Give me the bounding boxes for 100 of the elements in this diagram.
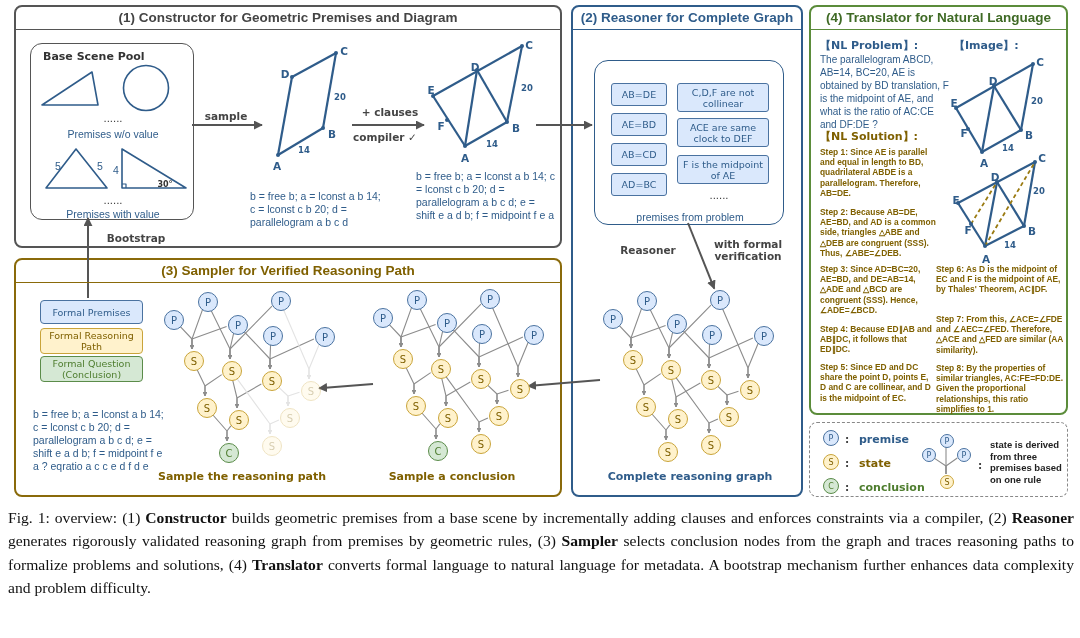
- panel-title: (4) Translator for Natural Language: [811, 7, 1066, 30]
- point-label: D: [990, 171, 1000, 183]
- point-label: B: [1025, 129, 1033, 141]
- arrow: [411, 372, 432, 395]
- point-label: C: [1036, 56, 1044, 68]
- state-circle: S: [658, 442, 678, 462]
- solution-step: Step 6: As D is the midpoint of EC and F is the midpoint of AE, by Thales' Theorem, AC∥DF.: [936, 264, 1066, 295]
- caption-text: with formal verification: [712, 238, 783, 262]
- state-circle: S: [510, 379, 530, 399]
- state-circle: S: [262, 371, 282, 391]
- arrow: [535, 120, 593, 130]
- state-circle: S: [393, 349, 413, 369]
- arrow: [318, 383, 374, 393]
- arrow: [494, 389, 510, 405]
- point-label: A: [981, 253, 991, 265]
- section-heading: 【Image】:: [954, 38, 1019, 53]
- state-circle: S: [719, 407, 739, 427]
- premise-circle: P: [603, 309, 623, 329]
- state-circle: S: [740, 380, 760, 400]
- section-heading: 【NL Problem】:: [820, 38, 919, 53]
- ellipsis: ......: [709, 189, 729, 201]
- colon: :: [844, 433, 850, 445]
- arrow: [227, 305, 273, 360]
- premise-circle: P: [702, 325, 722, 345]
- premise-circle: P: [637, 291, 657, 311]
- state-circle: S: [701, 435, 721, 455]
- colon: :: [844, 457, 850, 469]
- arrow: [666, 304, 712, 359]
- arrow: [663, 424, 671, 441]
- solution-step: Step 1: Since AE is parallel and equal in length to BD, quadrilateral ABDE is a parallelogram. Therefore, AB=DE.: [820, 147, 944, 198]
- node-label: premise: [859, 432, 909, 446]
- key-box: Formal Question (Conclusion): [40, 356, 143, 382]
- arrow: [515, 341, 529, 378]
- length-label: 20: [521, 83, 533, 93]
- panel-title: (1) Constructor for Geometric Premises and Diagram: [16, 7, 560, 30]
- premise-circle: P: [373, 308, 393, 328]
- length-label: 14: [1002, 143, 1014, 153]
- solution-step: Step 2: Because AB=DE, AE=BD, and AD is a common side, triangles △ABE and △DEB are congruent (SSS). Thus, ∠ABE=∠DEB.: [820, 207, 944, 258]
- state-circle: S: [229, 410, 249, 430]
- arrow: [398, 323, 437, 348]
- state-circle: S: [184, 351, 204, 371]
- length-label: 14: [298, 145, 310, 155]
- arrow: [436, 303, 482, 358]
- arrow: [224, 425, 232, 442]
- premise-box: AD=BC: [611, 173, 667, 196]
- premise-circle: P: [957, 448, 971, 462]
- edge-label: Reasoner: [618, 244, 678, 256]
- length-label: 14: [486, 139, 498, 149]
- state-circle: S: [438, 408, 458, 428]
- panel: [571, 5, 803, 497]
- state-circle: S: [431, 359, 451, 379]
- length-label: 20: [1033, 186, 1045, 196]
- state-circle: S: [668, 409, 688, 429]
- arrow: [202, 374, 223, 397]
- arrow: [189, 325, 228, 350]
- premise-circle: P: [315, 327, 335, 347]
- arrow: [351, 120, 425, 130]
- connector-line: [945, 457, 958, 475]
- state-circle: S: [661, 360, 681, 380]
- caption-text: Sample the reasoning path: [157, 469, 327, 483]
- conclusion-circle: C: [219, 443, 239, 463]
- point-label: B: [512, 122, 520, 134]
- measure-label: 30°: [157, 179, 173, 189]
- point-label: C: [340, 45, 348, 57]
- box-title: Base Scene Pool: [43, 50, 145, 63]
- premise-circle: P: [164, 310, 184, 330]
- state-circle: S: [489, 406, 509, 426]
- arrow: [527, 379, 601, 390]
- caption-text: Premises w/o value: [67, 128, 159, 140]
- arrow: [476, 417, 489, 433]
- measure-label: 5: [55, 160, 61, 172]
- point-label: E: [950, 97, 958, 109]
- arrow: [267, 338, 315, 370]
- panel: [809, 5, 1068, 415]
- arrow: [745, 342, 759, 379]
- premise-circle: P: [472, 324, 492, 344]
- caption-text: state is derived from three premises based on one rule: [990, 439, 1063, 485]
- point-label: B: [328, 128, 336, 140]
- colon: :: [977, 459, 983, 471]
- arrow: [641, 373, 662, 396]
- pool-box: [30, 43, 194, 220]
- point-label: A: [272, 160, 282, 172]
- premise-box: ACE are same clock to DEF: [677, 118, 769, 147]
- state-circle: S: [197, 398, 217, 418]
- solution-step: Step 4: Because ED∥AB and AB∥DC, it follows that ED∥DC.: [820, 324, 934, 355]
- arrow: [673, 382, 701, 408]
- caption-text: Premises with value: [66, 208, 160, 220]
- group-box: [594, 60, 784, 225]
- premise-circle: P: [437, 313, 457, 333]
- key-box: Formal Reasoning Path: [40, 328, 143, 354]
- premise-circle: P: [940, 434, 954, 448]
- arrow: [267, 419, 280, 435]
- length-label: 20: [334, 92, 346, 102]
- solution-step: Step 3: Since AD=BC=20, AE=BD, and DE=AB=14, △ADE and △BCD are congruent (SSS). Hence, ∠ADE=∠BCD.: [820, 264, 934, 315]
- ellipsis: ......: [103, 194, 123, 206]
- state-circle: S: [940, 475, 954, 489]
- point-label: C: [1038, 152, 1046, 164]
- node-label: conclusion: [859, 480, 925, 494]
- arrow: [433, 423, 441, 440]
- length-label: 14: [1004, 240, 1016, 250]
